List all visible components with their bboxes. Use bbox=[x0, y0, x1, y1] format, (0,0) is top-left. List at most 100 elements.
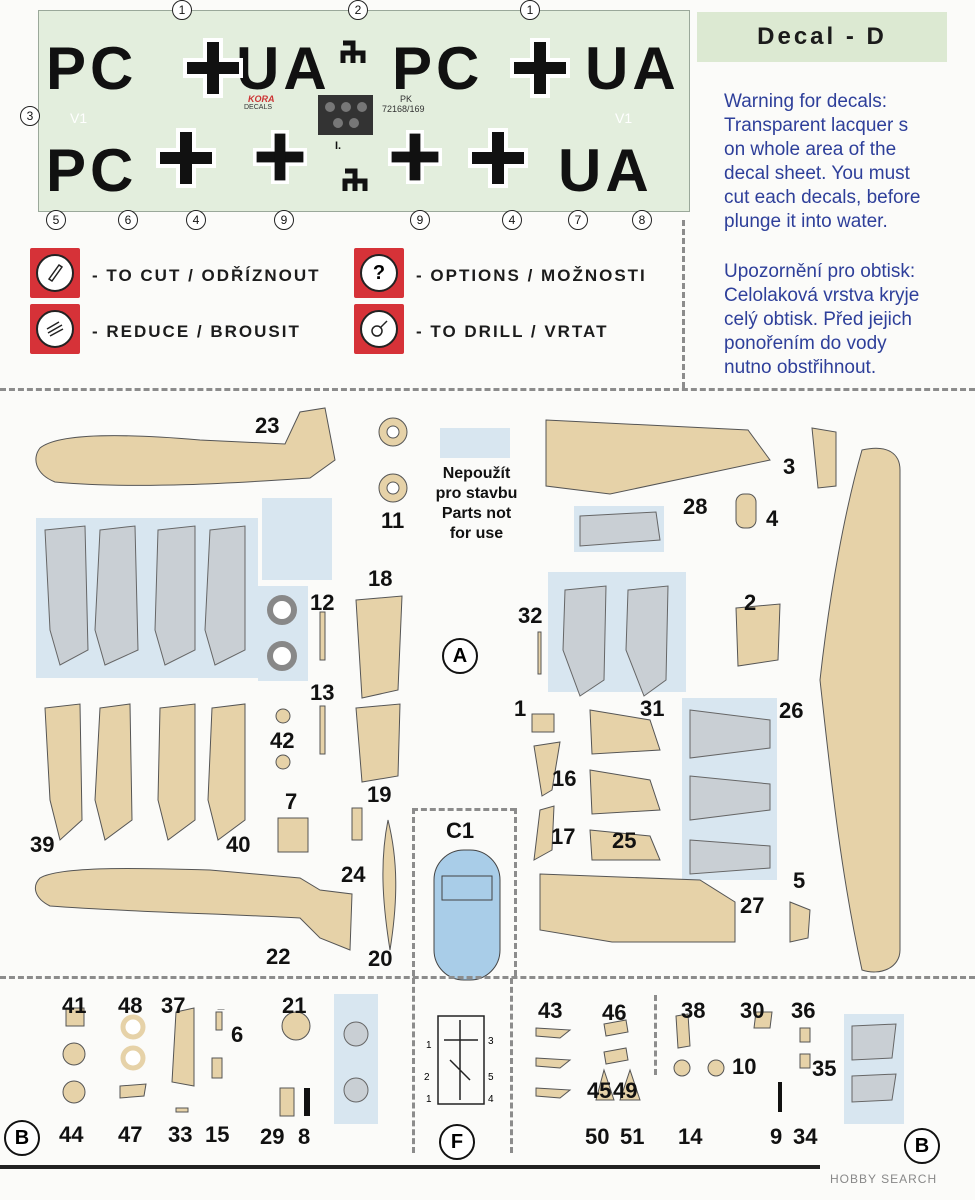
part-number: 18 bbox=[368, 566, 393, 591]
bottom-rule bbox=[0, 1165, 820, 1169]
divider bbox=[412, 978, 415, 1153]
part-number: 25 bbox=[612, 828, 637, 853]
part-5 bbox=[789, 901, 811, 943]
part-number: 34 bbox=[793, 1124, 818, 1149]
part-25 bbox=[589, 829, 661, 861]
clear-wheel bbox=[343, 1077, 369, 1103]
part-42 bbox=[275, 708, 291, 724]
part-number: 45 bbox=[587, 1078, 612, 1103]
wing-26 bbox=[819, 447, 901, 973]
part-21 bbox=[281, 1011, 311, 1041]
part-number: 12 bbox=[310, 590, 335, 615]
section-b-label: B bbox=[904, 1128, 940, 1164]
notice-line: pro stavbu bbox=[435, 485, 518, 502]
part-number: 30 bbox=[740, 998, 765, 1023]
part-32 bbox=[537, 631, 542, 675]
decal-callout: 4 bbox=[502, 210, 522, 230]
part-43 bbox=[535, 1087, 572, 1099]
warning-line: Warning for decals: bbox=[724, 91, 887, 112]
part-number: 23 bbox=[255, 413, 280, 438]
legend-options: - OPTIONS / MOŽNOSTI bbox=[416, 266, 647, 285]
instrument-panel-decal bbox=[318, 95, 373, 135]
part-number: 20 bbox=[368, 946, 393, 971]
notice-line: Nepoužít bbox=[442, 465, 511, 482]
part-number: 40 bbox=[226, 832, 251, 857]
part-37 bbox=[171, 1007, 195, 1087]
part-4 bbox=[735, 493, 757, 529]
part-24 bbox=[351, 807, 363, 841]
part-number: 17 bbox=[551, 824, 576, 849]
divider bbox=[682, 220, 685, 388]
warning-line: Upozornění pro obtisk: bbox=[724, 261, 916, 282]
decal-code-pc: PC bbox=[392, 35, 484, 102]
part-40 bbox=[207, 703, 246, 841]
clear-area bbox=[262, 498, 332, 580]
roman-marking: I. bbox=[335, 140, 342, 152]
propeller-20 bbox=[382, 819, 397, 951]
warning-english: Warning for decals: Transparent lacquer … bbox=[724, 90, 969, 234]
part-number: 3 bbox=[783, 454, 796, 479]
balkenkreuz-decal bbox=[510, 38, 570, 98]
divider bbox=[0, 976, 975, 979]
fuselage-half-22 bbox=[34, 867, 353, 951]
sprue-b-diagram bbox=[62, 1007, 897, 1117]
balkenkreuz-decal bbox=[388, 130, 442, 184]
section-a-label: A bbox=[442, 638, 478, 674]
decal-callout: 9 bbox=[274, 210, 294, 230]
part-number: 29 bbox=[260, 1124, 285, 1149]
clear-part bbox=[689, 775, 771, 821]
tail-cross-decal bbox=[340, 40, 366, 63]
warning-line: plunge it into water. bbox=[724, 211, 888, 232]
wheel-44 bbox=[62, 1042, 86, 1066]
part-number: 26 bbox=[779, 698, 804, 723]
warning-line: cut each decals, before bbox=[724, 187, 921, 208]
clear-ring bbox=[267, 595, 297, 625]
part-7 bbox=[277, 817, 309, 853]
reduce-icon bbox=[30, 304, 80, 354]
part-17 bbox=[533, 805, 555, 861]
part-number: 39 bbox=[30, 832, 55, 857]
part-number: 14 bbox=[678, 1124, 703, 1149]
clear-part bbox=[851, 1073, 897, 1103]
balkenkreuz-decal bbox=[253, 130, 307, 184]
part-number: 19 bbox=[367, 782, 392, 807]
warning-czech: Upozornění pro obtisk: Celolaková vrstva… bbox=[724, 260, 969, 380]
balkenkreuz-decal bbox=[468, 128, 528, 188]
part-number: 15 bbox=[205, 1122, 230, 1147]
part-number: 21 bbox=[282, 993, 307, 1018]
canopy-frame bbox=[441, 875, 493, 901]
clear-part bbox=[562, 585, 607, 697]
part-number: 37 bbox=[161, 993, 186, 1018]
wheel-44 bbox=[62, 1080, 86, 1104]
part-18 bbox=[355, 595, 403, 699]
part-number: 43 bbox=[538, 998, 563, 1023]
page-title: Decal - D bbox=[697, 12, 947, 62]
sprue-f-label: 4 bbox=[488, 1094, 494, 1105]
section-f-label: F bbox=[439, 1124, 475, 1160]
legend-drill: - TO DRILL / VRTAT bbox=[416, 322, 609, 341]
part-8 bbox=[304, 1088, 310, 1116]
decal-marking-v1: V1 bbox=[70, 110, 88, 126]
clear-part bbox=[625, 585, 669, 697]
part-number: 46 bbox=[602, 1000, 627, 1025]
part-31 bbox=[589, 709, 661, 755]
divider bbox=[654, 995, 657, 1075]
part-number: 32 bbox=[518, 603, 543, 628]
divider bbox=[412, 808, 516, 811]
sprue-a-diagram bbox=[34, 407, 901, 1010]
part-49 bbox=[619, 1068, 641, 1101]
divider bbox=[514, 808, 517, 976]
decal-callout: 2 bbox=[348, 0, 368, 20]
part-16b bbox=[533, 741, 561, 797]
part-15 bbox=[211, 1057, 223, 1079]
part-number: 8 bbox=[298, 1124, 311, 1149]
wheel-10 bbox=[707, 1059, 725, 1077]
decal-callout: 8 bbox=[632, 210, 652, 230]
part-46 bbox=[603, 1019, 629, 1037]
ring-48 bbox=[120, 1014, 146, 1040]
sprue-f-label: 2 bbox=[424, 1072, 430, 1083]
decal-symbols bbox=[156, 38, 570, 191]
part-42 bbox=[275, 754, 291, 770]
brand-sub: DECALS bbox=[244, 104, 273, 111]
part-46 bbox=[603, 1047, 629, 1065]
